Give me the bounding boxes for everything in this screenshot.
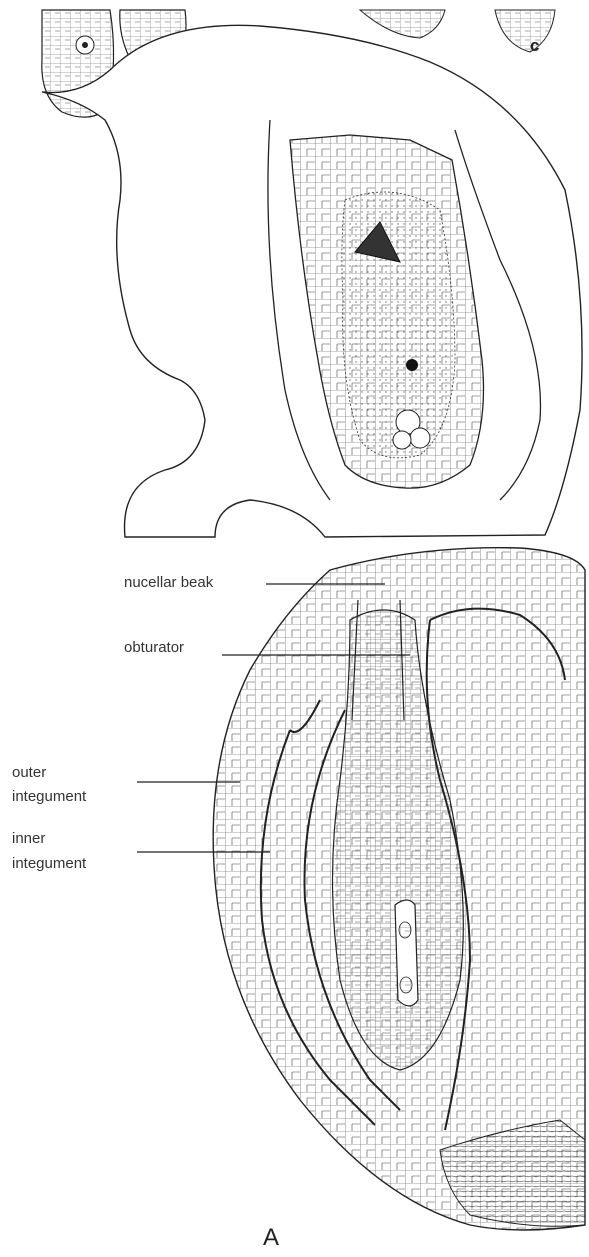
label-nucellar-beak: nucellar beak xyxy=(124,574,213,592)
panel-letter-a: A xyxy=(263,1224,279,1252)
adjacent-ovule-right xyxy=(495,10,555,52)
panel-letter-c: c xyxy=(530,36,539,56)
label-obturator: obturator xyxy=(124,639,184,657)
label-inner-integument-line2: integument xyxy=(12,855,86,873)
panel-c-drawing xyxy=(42,10,582,537)
label-outer-integument-line2: integument xyxy=(12,788,86,806)
label-inner-integument-line1: inner xyxy=(12,830,45,848)
adjacent-ovule-top xyxy=(360,10,445,38)
label-outer-integument-line1: outer xyxy=(12,764,46,782)
polar-nuclei xyxy=(406,359,418,371)
panel-a-drawing xyxy=(205,545,589,1235)
